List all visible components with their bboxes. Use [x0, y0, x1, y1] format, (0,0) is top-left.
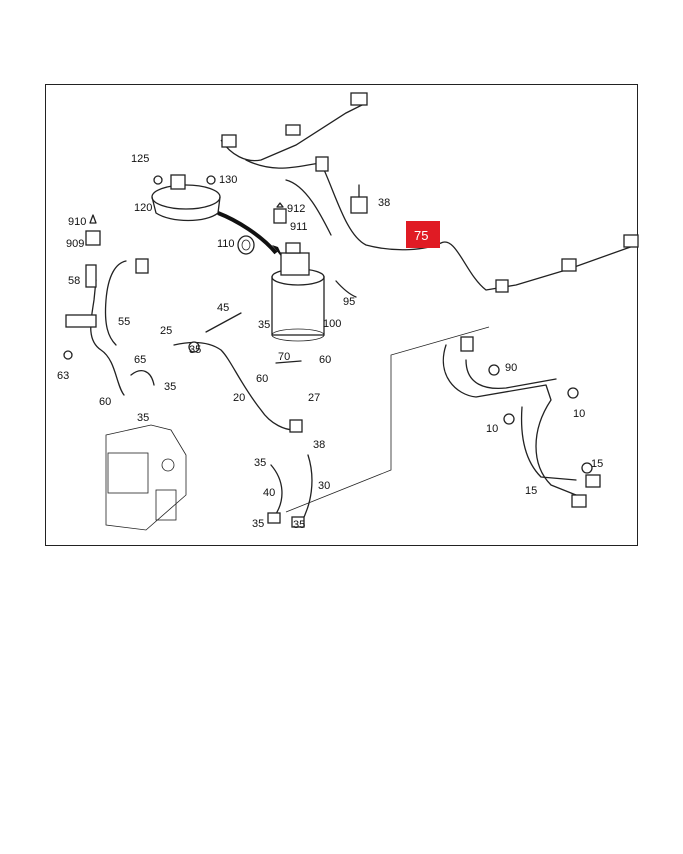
callout-label[interactable]: 30: [318, 480, 330, 492]
callout-label[interactable]: 38: [378, 197, 390, 209]
callout-label[interactable]: 910: [68, 216, 86, 228]
callout-label[interactable]: 60: [99, 396, 111, 408]
hose-30[interactable]: [300, 454, 313, 524]
callout-label[interactable]: 110: [217, 238, 235, 250]
callout-label[interactable]: 35: [293, 519, 305, 531]
callout-label[interactable]: 40: [263, 487, 275, 499]
callout-label[interactable]: 20: [233, 392, 245, 404]
callout-label[interactable]: 35: [258, 319, 270, 331]
bolt-10[interactable]: [488, 364, 500, 376]
highlight-box: [406, 221, 440, 248]
callout-label[interactable]: 65: [134, 354, 146, 366]
callout-label[interactable]: 60: [256, 373, 268, 385]
filter-bracket-120[interactable]: [151, 174, 221, 222]
clamp-95[interactable]: [335, 280, 357, 298]
callout-label[interactable]: 55: [118, 316, 130, 328]
callout-label[interactable]: 912: [287, 203, 305, 215]
part-75-highlight[interactable]: 75: [406, 221, 440, 248]
callout-label[interactable]: 70: [278, 351, 290, 363]
callout-label[interactable]: 95: [343, 296, 355, 308]
bolt-15[interactable]: [503, 413, 515, 425]
bolt-15-b[interactable]: [581, 462, 593, 474]
highlight-label: 75: [414, 228, 428, 243]
callout-label[interactable]: 15: [525, 485, 537, 497]
sensor-911[interactable]: [273, 202, 287, 224]
callout-label[interactable]: 27: [308, 392, 320, 404]
return-pipe-5[interactable]: [442, 336, 601, 508]
callout-label[interactable]: 35: [137, 412, 149, 424]
parts-diagram: 75 125 130 120 910 909 58 55 63 60 110 912 911 45 95 3…: [57, 92, 639, 531]
callout-label[interactable]: 58: [68, 275, 80, 287]
sensor-909[interactable]: [85, 214, 101, 246]
callout-label[interactable]: 100: [323, 318, 341, 330]
callout-label[interactable]: 911: [290, 221, 308, 233]
fuel-pipe-20[interactable]: [173, 341, 303, 433]
callout-label[interactable]: 45: [217, 302, 229, 314]
detail-leader: [285, 326, 490, 513]
callout-label[interactable]: 90: [505, 362, 517, 374]
fuel-line-75[interactable]: [220, 92, 639, 293]
callout-label[interactable]: 15: [591, 458, 603, 470]
callout-label[interactable]: 60: [319, 354, 331, 366]
callout-label[interactable]: 10: [573, 408, 585, 420]
callout-label[interactable]: 35: [164, 381, 176, 393]
callout-label[interactable]: 38: [313, 439, 325, 451]
callout-label[interactable]: 35: [254, 457, 266, 469]
callout-label[interactable]: 120: [134, 202, 152, 214]
callout-label[interactable]: 35: [252, 518, 264, 530]
callout-label[interactable]: 35: [189, 344, 201, 356]
pipe-assembly-55[interactable]: [63, 258, 149, 396]
hose-70[interactable]: [275, 360, 302, 364]
clamp-38[interactable]: [291, 516, 305, 528]
callout-label[interactable]: 130: [219, 174, 237, 186]
callout-label[interactable]: 125: [131, 153, 149, 165]
fuel-filter-100[interactable]: [271, 242, 325, 342]
hose-45[interactable]: [205, 312, 242, 333]
valve-90[interactable]: [350, 184, 368, 214]
diagram-frame: 75 125 130 120 910 909 58 55 63 60 110 912 911 45 95 3…: [45, 84, 639, 546]
injection-pump: [105, 424, 187, 531]
callout-label[interactable]: 63: [57, 370, 69, 382]
callout-label[interactable]: 909: [66, 238, 84, 250]
bolt-10-b[interactable]: [567, 387, 579, 399]
callout-labels: 125 130 120 910 909 58 55 63 60 110 912 911 45 95 35 10…: [57, 153, 603, 531]
callout-label[interactable]: 25: [160, 325, 172, 337]
hose-65[interactable]: [130, 370, 155, 386]
callout-label[interactable]: 10: [486, 423, 498, 435]
seal-ring-110[interactable]: [237, 235, 255, 255]
clamp-35[interactable]: [267, 512, 281, 524]
arrow-icon: [217, 211, 278, 255]
